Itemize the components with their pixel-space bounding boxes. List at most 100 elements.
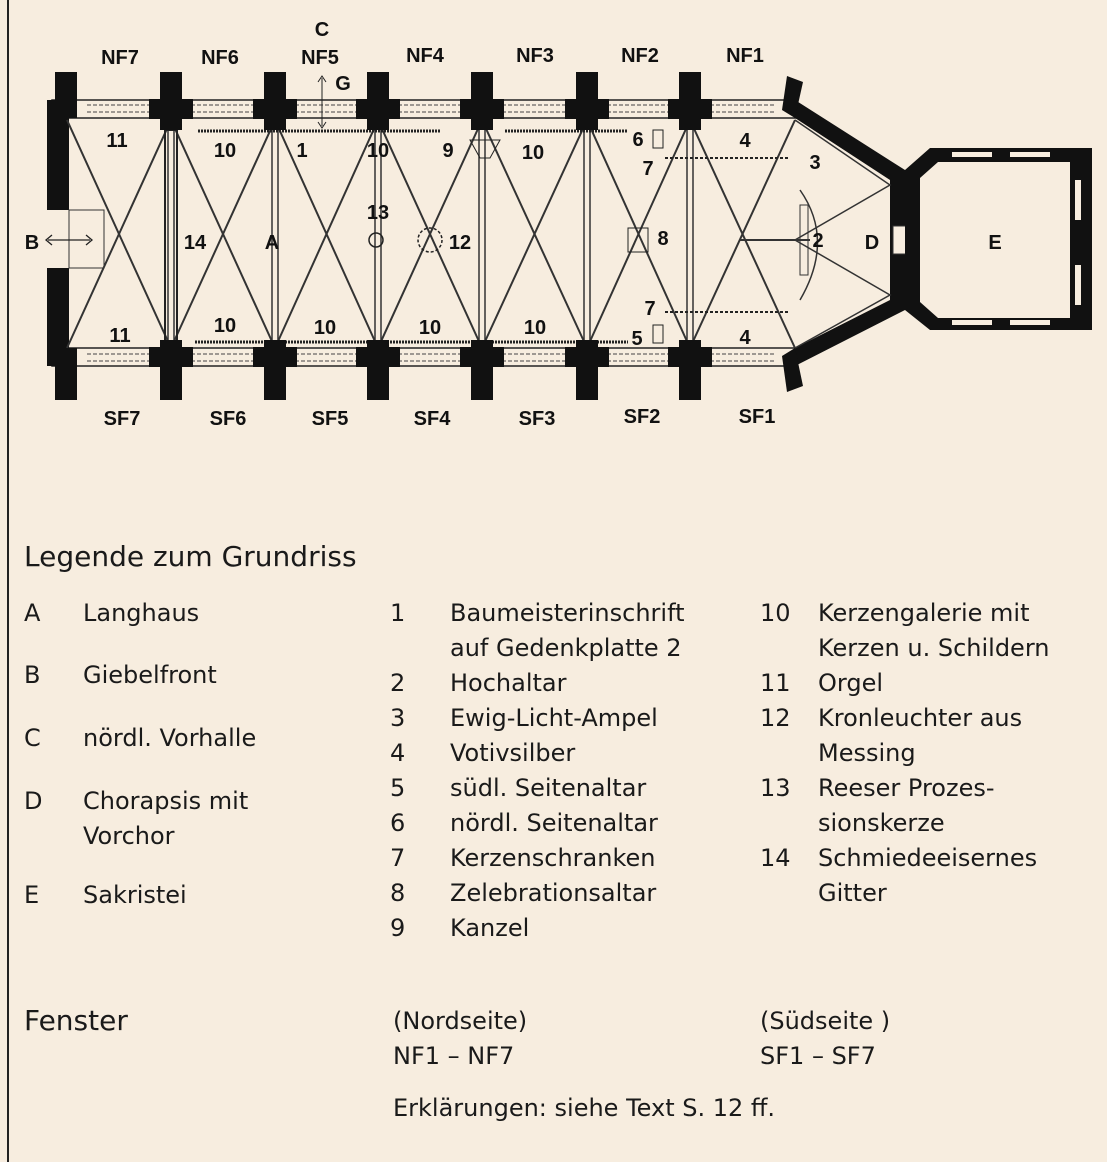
label-7: 7 xyxy=(644,298,655,320)
legend-key: 13 xyxy=(760,774,791,802)
choir-buttress xyxy=(782,76,803,118)
corner-pier xyxy=(55,72,77,118)
legend-key: 14 xyxy=(760,844,791,872)
window-label: NF7 xyxy=(101,47,139,69)
portal xyxy=(68,209,105,269)
pier xyxy=(460,347,504,367)
label-12: 12 xyxy=(449,232,471,254)
legend-text: Sakristei xyxy=(83,881,187,909)
label-4: 4 xyxy=(739,130,751,152)
arrow-icon xyxy=(317,75,327,129)
window-label: SF1 xyxy=(739,406,776,428)
page-border-line xyxy=(7,0,9,1162)
sacristy-window xyxy=(1075,265,1081,305)
legend-key: 9 xyxy=(390,914,406,942)
legend-key: A xyxy=(24,599,41,627)
legend-text: Baumeisterinschrift xyxy=(450,599,685,627)
label-7: 7 xyxy=(642,158,653,180)
label-10: 10 xyxy=(214,315,236,337)
legend-key: 2 xyxy=(390,669,406,697)
legend-key: 5 xyxy=(390,774,406,802)
legend-text: Messing xyxy=(818,739,916,767)
legend-key: 10 xyxy=(760,599,791,627)
pier xyxy=(356,99,400,119)
pulpit xyxy=(469,139,501,159)
explanation-note: Erklärungen: siehe Text S. 12 ff. xyxy=(393,1094,776,1122)
vault-rib xyxy=(274,119,379,349)
vault-rib xyxy=(66,119,172,349)
label-2: 2 xyxy=(812,230,823,252)
window-label: NF4 xyxy=(406,45,445,67)
window-label: SF3 xyxy=(519,408,556,430)
window-label: SF4 xyxy=(414,408,452,430)
label-11: 11 xyxy=(106,130,127,152)
legend-text: Kerzen u. Schildern xyxy=(818,634,1050,662)
high-altar-step xyxy=(799,189,819,301)
label-A: A xyxy=(265,232,279,254)
window-label: NF6 xyxy=(201,47,239,69)
legend-key: 7 xyxy=(390,844,406,872)
label-B: B xyxy=(25,232,39,254)
pier xyxy=(356,347,400,367)
legend-text: Giebelfront xyxy=(83,661,217,689)
legend-key: 3 xyxy=(390,704,406,732)
sacristy-window xyxy=(1010,320,1050,325)
label-D: D xyxy=(865,232,879,254)
plan-structure xyxy=(44,72,1092,400)
windows-title: Fenster xyxy=(24,1004,128,1037)
west-wall xyxy=(47,268,69,366)
celebration-altar xyxy=(627,227,649,253)
sacristy-window xyxy=(952,320,992,325)
legend-key: 6 xyxy=(390,809,406,837)
legend-text: Votivsilber xyxy=(450,739,576,767)
label-11: 11 xyxy=(109,325,130,347)
legend-text: Kerzengalerie mit xyxy=(818,599,1030,627)
vault-rib xyxy=(377,119,483,349)
label-10: 10 xyxy=(419,317,441,339)
side-altar-south xyxy=(652,324,664,344)
legend-text: Reeser Prozes- xyxy=(818,774,995,802)
legend-key: 8 xyxy=(390,879,406,907)
legend-key: 12 xyxy=(760,704,791,732)
legend-text: Kanzel xyxy=(450,914,530,942)
legend-title: Legende zum Grundriss xyxy=(24,540,357,573)
candle-icon xyxy=(368,232,384,248)
window-label: SF5 xyxy=(312,408,349,430)
pier xyxy=(668,99,712,119)
label-10: 10 xyxy=(524,317,546,339)
label-C: C xyxy=(315,19,329,41)
iron-grille xyxy=(164,129,178,346)
legend-text: südl. Seitenaltar xyxy=(450,774,647,802)
label-1: 1 xyxy=(296,140,307,162)
window-label: NF3 xyxy=(516,45,554,67)
label-8: 8 xyxy=(657,228,668,250)
legend-text: Orgel xyxy=(818,669,884,697)
legend-text: sionskerze xyxy=(818,809,945,837)
pier xyxy=(565,347,609,367)
legend-text: Gitter xyxy=(818,879,887,907)
label-E: E xyxy=(988,232,1001,254)
window-label: NF5 xyxy=(301,47,339,69)
legend-text: Langhaus xyxy=(83,599,200,627)
label-14: 14 xyxy=(184,232,207,254)
legend-text: auf Gedenkplatte 2 xyxy=(450,634,682,662)
label-6: 6 xyxy=(632,129,643,151)
pier xyxy=(565,99,609,119)
choir-wall xyxy=(795,100,905,366)
label-4: 4 xyxy=(739,327,751,349)
pier xyxy=(668,347,712,367)
chandelier-icon xyxy=(417,227,443,253)
label-10: 10 xyxy=(522,142,544,164)
pier xyxy=(149,347,193,367)
floor-plan: C NF7 NF6 NF5 NF4 NF3 NF2 NF1 SF7 SF6 SF… xyxy=(25,19,1092,430)
window-label: SF6 xyxy=(210,408,247,430)
legend-key: D xyxy=(24,787,43,815)
legend-text: Chorapsis mit xyxy=(83,787,249,815)
legend-text: Kronleuchter aus xyxy=(818,704,1023,732)
south-window-range: SF1 – SF7 xyxy=(760,1042,876,1070)
pier xyxy=(253,99,297,119)
window-label: NF2 xyxy=(621,45,659,67)
legend-text: nördl. Vorhalle xyxy=(83,724,257,752)
legend-text: Kerzenschranken xyxy=(450,844,656,872)
plan-labels: C NF7 NF6 NF5 NF4 NF3 NF2 NF1 SF7 SF6 SF… xyxy=(25,19,1002,430)
